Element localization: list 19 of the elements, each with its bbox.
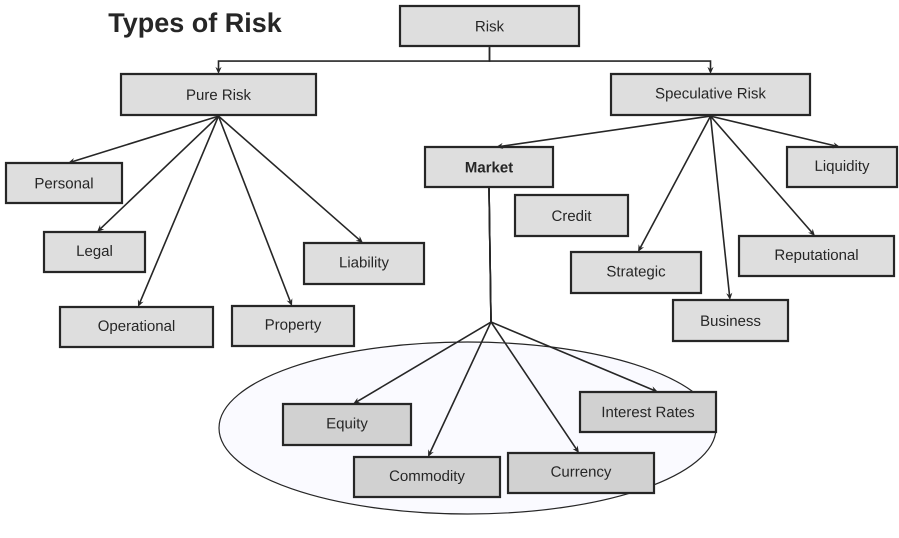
category-box: Personal bbox=[4, 162, 124, 204]
category-box: Liability bbox=[302, 242, 426, 286]
category-box: Operational bbox=[58, 306, 214, 348]
category-box: Equity bbox=[282, 402, 412, 446]
category-box: Property bbox=[230, 304, 356, 348]
category-box: Liquidity bbox=[786, 146, 898, 188]
category-box: Interest Rates bbox=[578, 390, 718, 434]
category-box: Pure Risk bbox=[120, 72, 318, 116]
category-box: Strategic bbox=[570, 250, 702, 294]
category-box: Credit bbox=[514, 194, 630, 238]
category-box: Risk bbox=[398, 4, 580, 48]
category-box: Legal bbox=[42, 230, 146, 274]
title: Types of Risk bbox=[108, 12, 282, 38]
category-box: Reputational bbox=[738, 234, 896, 278]
category-box: Speculative Risk bbox=[610, 72, 812, 116]
category-box: Commodity bbox=[352, 456, 502, 498]
category-box: Market bbox=[424, 146, 554, 188]
category-box: Currency bbox=[506, 452, 656, 494]
category-box: Business bbox=[672, 298, 790, 342]
